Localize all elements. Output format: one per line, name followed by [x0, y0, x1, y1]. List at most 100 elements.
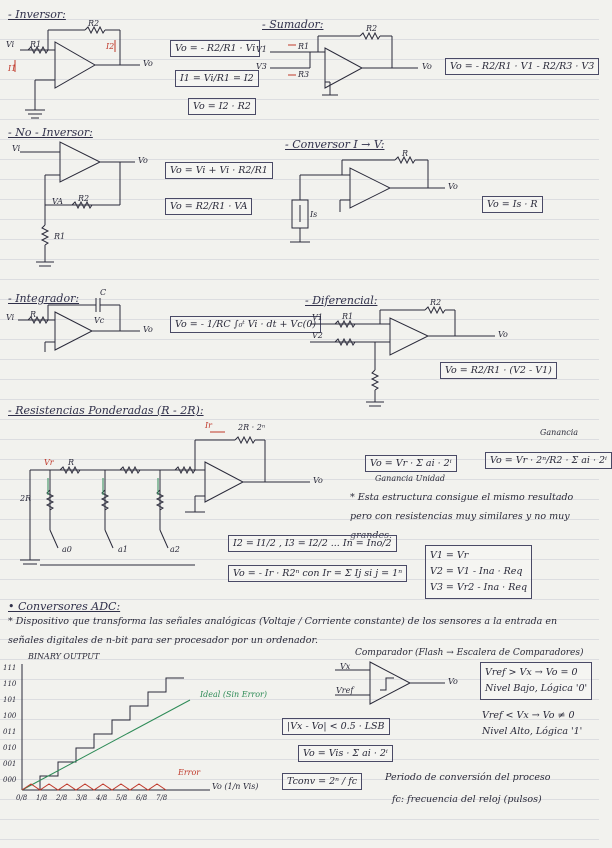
label-sum-r3: R3 [298, 70, 310, 79]
comparator-rule-high-condition: Vref < Vx → Vo ≠ 0 [482, 710, 575, 721]
adc-x-tick: 5/8 [116, 794, 128, 802]
label-i2: I2 [106, 42, 115, 51]
adc-x-tick: 7/8 [156, 794, 168, 802]
adc-y-tick: 111 [3, 664, 17, 672]
adc-x-tick: 3/8 [76, 794, 88, 802]
comparator-title: Comparador (Flash → Escalera de Comparad… [355, 648, 584, 658]
adc-description: * Dispositivo que transforma las señales… [8, 616, 558, 646]
adc-x-tick: 0/8 [16, 794, 28, 802]
label-r2r-rf: 2R · 2ⁿ [238, 423, 266, 432]
adc-error-line [21, 783, 167, 791]
comparator-circuit [335, 661, 445, 705]
comparator-vo: Vo [448, 677, 458, 686]
adc-ideal-line [21, 699, 191, 791]
label-r2r-2r: 2R [20, 494, 32, 503]
circuit-inversor [14, 25, 140, 119]
adc-y-tick: 001 [3, 760, 17, 768]
formula-r2r-unit-gain: Vo = Vr · Σ ai · 2ⁱ [365, 455, 457, 472]
label-sum-v3: V3 [256, 62, 267, 71]
note-r2r-gain: Ganancia [540, 428, 579, 437]
adc-x-tick: 6/8 [136, 794, 148, 802]
note-r2r-unit-gain: Ganancia Unidad [375, 474, 446, 483]
formula-inversor-current: I1 = Vi/R1 = I2 [175, 70, 259, 87]
circuit-no-inversor [20, 141, 135, 267]
label-civ-vo: Vo [448, 182, 458, 191]
adc-staircase [22, 677, 184, 791]
section-title-sumador: - Sumador: [262, 18, 324, 31]
label-ni-r2: R2 [78, 194, 90, 203]
label-int-vi: Vi [6, 313, 15, 322]
label-r2r-a1: a1 [118, 545, 128, 554]
label-int-vo: Vo [143, 325, 153, 334]
label-r2: R2 [88, 19, 100, 28]
label-int-c: C [100, 288, 107, 297]
adc-x-tick: 4/8 [96, 794, 108, 802]
section-title-inversor: - Inversor: [8, 8, 66, 21]
circuit-r2r [20, 431, 310, 566]
formula-adc-output: Vo = Vis · Σ ai · 2ⁱ [298, 745, 393, 762]
label-dif-vo: Vo [498, 330, 508, 339]
label-ni-r1: R1 [54, 232, 66, 241]
adc-x-axis-label: Vo (1/n Vis) [212, 782, 259, 791]
circuit-integrador [18, 298, 140, 352]
adc-y-tick: 100 [3, 712, 17, 720]
formula-diferencial: Vo = R2/R1 · (V2 - V1) [440, 362, 557, 379]
note-adc-fc: fc: frecuencia del reloj (pulsos) [392, 794, 542, 805]
label-ni-va: VA [52, 197, 64, 206]
adc-y-tick: 010 [3, 744, 17, 752]
label-civ-r: R [402, 149, 409, 158]
adc-chart [21, 664, 210, 791]
label-i1: I1 [8, 64, 17, 73]
label-int-r: R [30, 310, 37, 319]
adc-y-tick: 000 [3, 776, 17, 784]
circuit-sumador [270, 31, 418, 96]
adc-chart-ylabel: BINARY OUTPUT [28, 652, 100, 661]
label-dif-r2: R2 [430, 298, 442, 307]
label-r2r-a0: a0 [62, 545, 72, 554]
formula-r2r-v3: V3 = Vr2 - Ina · Req [430, 582, 528, 593]
label-dif-r1: R1 [342, 312, 354, 321]
label-ni-vo: Vo [138, 156, 148, 165]
formula-no-inversor-1: Vo = Vi + Vi · R2/R1 [165, 162, 273, 179]
formula-r2r-v2: V2 = V1 - Ina · Req [430, 566, 523, 577]
circuit-diferencial [310, 305, 495, 407]
adc-y-tick: 110 [3, 680, 17, 688]
label-dif-v1: V1 [312, 313, 323, 322]
formula-r2r-currents: I2 = I1/2 , I3 = I2/2 ... In = Ino/2 [228, 535, 397, 552]
label-civ-is: Is [310, 210, 318, 219]
label-sum-r2: R2 [366, 24, 378, 33]
label-r2r-vr: Vr [44, 458, 54, 467]
section-title-integrador: - Integrador: [8, 292, 80, 305]
label-sum-vo: Vo [422, 62, 432, 71]
label-int-vc: Vc [94, 316, 105, 325]
note-adc-tconv: Periodo de conversión del proceso [385, 772, 551, 783]
label-r2r-ir: Ir [205, 421, 212, 430]
adc-y-tick: 101 [3, 696, 17, 704]
section-title-resistencias-ponderadas: - Resistencias Ponderadas (R - 2R): [8, 404, 204, 417]
adc-x-tick: 1/8 [36, 794, 48, 802]
label-r2r-r: R [68, 458, 75, 467]
section-title-diferencial: - Diferencial: [305, 294, 378, 307]
label-ni-vi: Vi [12, 144, 21, 153]
formula-r2r-gain: Vo = Vr · 2ⁿ/R2 · Σ ai · 2ⁱ [485, 452, 612, 469]
adc-y-tick: 011 [3, 728, 17, 736]
label-r2r-vo: Vo [313, 476, 323, 485]
opamp-inversor [54, 41, 97, 89]
comparator-vref: Vref [336, 686, 354, 695]
section-title-conversores-adc: • Conversores ADC: [8, 600, 121, 613]
formula-adc-error: |Vx - Vo| < 0.5 · LSB [282, 718, 390, 735]
formula-r2r-voltages: V1 = Vr V2 = V1 - Ina · Req V3 = Vr2 - I… [425, 545, 533, 599]
adc-error-label: Error [178, 768, 201, 777]
formula-adc-tconv: Tconv = 2ⁿ / fc [282, 773, 363, 790]
label-r2r-a2: a2 [170, 545, 180, 554]
formula-inversor-output: Vo = I2 · R2 [188, 98, 256, 115]
label-vo: Vo [143, 59, 153, 68]
comparator-rule-low-meaning: Nivel Bajo, Lógica '0' [485, 683, 588, 694]
adc-ideal-label: Ideal (Sin Error) [200, 690, 267, 699]
formula-sumador: Vo = - R2/R1 · V1 - R2/R3 · V3 [445, 58, 600, 75]
circuit-conversor-iv [290, 155, 445, 243]
label-sum-v1: V1 [256, 45, 267, 54]
label-vi: Vi [6, 40, 15, 49]
section-title-conversor-iv: - Conversor I → V: [285, 138, 385, 151]
